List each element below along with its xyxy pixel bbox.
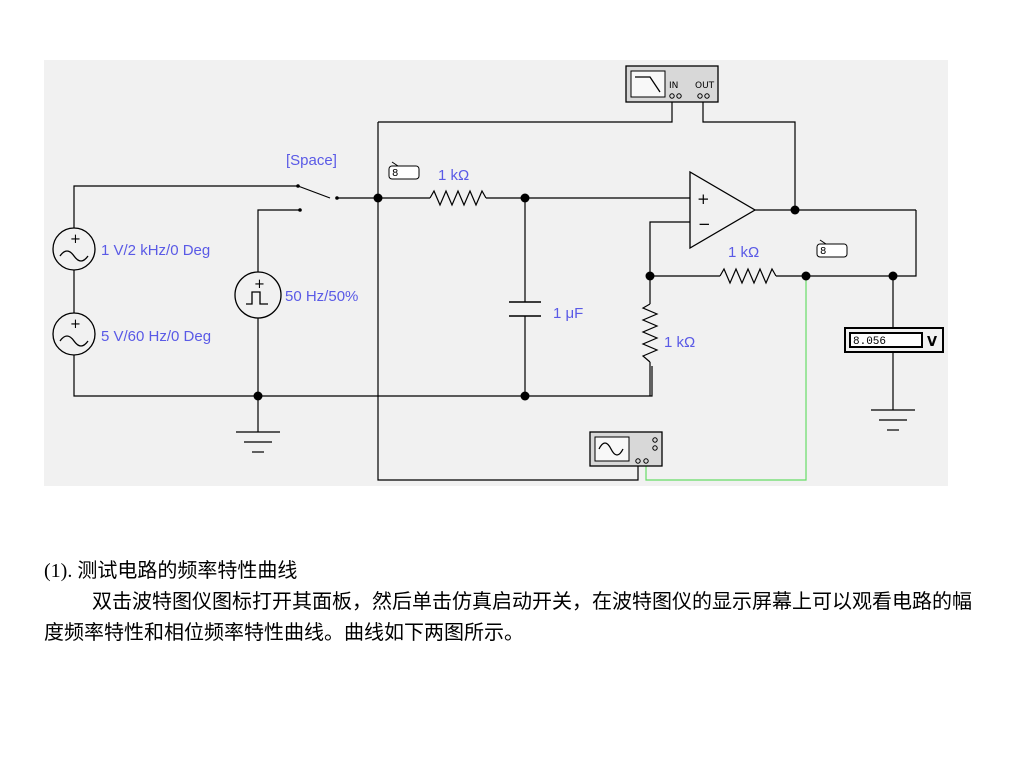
oscilloscope-icon[interactable] — [589, 431, 663, 467]
op-amp[interactable]: + − — [689, 170, 757, 250]
r-feedback-label: 1 kΩ — [728, 244, 759, 261]
bode-out-label: OUT — [695, 81, 715, 91]
source-top-label: 1 V/2 kHz/0 Deg — [101, 242, 210, 259]
ac-source-bottom[interactable]: + — [52, 312, 96, 356]
ac-source-top[interactable]: + — [52, 227, 96, 271]
probe-icon[interactable]: 8 — [388, 161, 420, 180]
junction-nodes — [253, 193, 898, 401]
square-source-label: 50 Hz/50% — [285, 288, 358, 305]
square-wave-source[interactable]: + — [234, 271, 282, 319]
voltmeter[interactable]: 8.056 V — [844, 327, 944, 353]
bode-plotter-icon[interactable]: IN OUT — [625, 65, 719, 103]
opamp-plus-label: + — [697, 190, 710, 208]
capacitor-label: 1 μF — [553, 305, 583, 322]
svg-text:8: 8 — [820, 246, 826, 257]
wires — [73, 102, 917, 481]
caption-body: 双击波特图仪图标打开其面板，然后单击仿真启动开关，在波特图仪的显示屏幕上可以观看… — [44, 591, 972, 644]
ground-symbol-left — [236, 431, 280, 453]
ground-symbol-right — [871, 409, 915, 431]
svg-text:+: + — [70, 317, 81, 332]
r-input-label: 1 kΩ — [438, 167, 469, 184]
probe-icon-output[interactable]: 8 — [816, 239, 848, 258]
r-ground-label: 1 kΩ — [664, 334, 695, 351]
voltmeter-unit: V — [927, 335, 937, 350]
resistor-ground[interactable] — [641, 303, 659, 363]
resistor-feedback[interactable] — [719, 267, 777, 285]
caption-text: (1). 测试电路的频率特性曲线 双击波特图仪图标打开其面板，然后单击仿真启动开… — [44, 556, 984, 649]
svg-text:+: + — [254, 277, 265, 292]
voltmeter-reading: 8.056 — [853, 336, 886, 348]
svg-text:8: 8 — [392, 168, 398, 179]
spdt-switch[interactable] — [296, 184, 339, 212]
bode-in-label: IN — [669, 81, 678, 91]
switch-key-label: [Space] — [286, 152, 337, 169]
resistor-input[interactable] — [429, 189, 487, 207]
schematic-background — [44, 60, 948, 486]
source-bottom-label: 5 V/60 Hz/0 Deg — [101, 328, 211, 345]
circuit-schematic: + 1 V/2 kHz/0 Deg + 5 V/60 Hz/0 Deg + 50… — [44, 60, 948, 486]
capacitor[interactable] — [509, 301, 541, 317]
opamp-minus-label: − — [698, 215, 711, 233]
svg-text:+: + — [70, 232, 81, 247]
caption-heading: (1). 测试电路的频率特性曲线 — [44, 560, 298, 582]
